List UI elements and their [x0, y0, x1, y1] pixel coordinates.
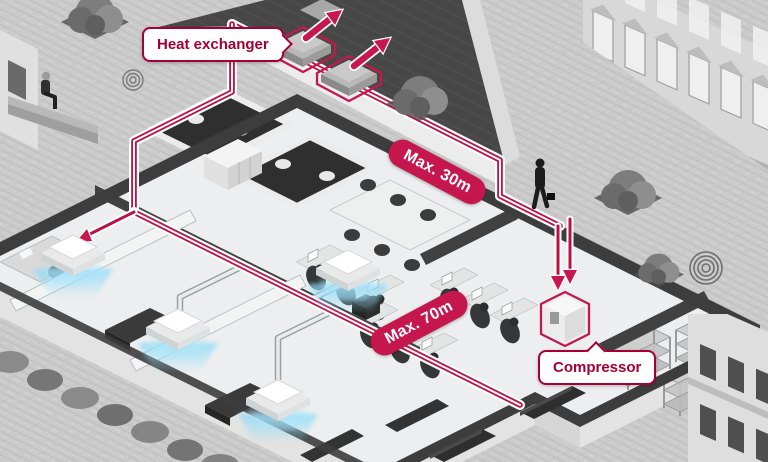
heat-exchanger-label: Heat exchanger: [142, 27, 293, 62]
bench-top-left: [8, 96, 98, 144]
facade-top-left: [0, 30, 38, 150]
person-walking: [531, 158, 555, 210]
pipe-arrow-compressor-1: [548, 274, 568, 293]
heat-exchanger-label-text: Heat exchanger: [157, 36, 269, 53]
conference-table: [328, 179, 472, 271]
compressor-label: Compressor: [538, 341, 657, 385]
compressor-unit: [539, 290, 591, 348]
drain-spiral: [689, 251, 723, 285]
person-sitting: [41, 71, 57, 109]
compressor-label-text: Compressor: [553, 359, 642, 376]
pipe-arrow-compressor-2: [560, 268, 580, 287]
facade-bottom-right: [688, 314, 768, 462]
hedge: [0, 351, 239, 462]
interior-counters: [300, 399, 449, 462]
storage-cabinet: [204, 139, 262, 190]
drain-spiral-small: [122, 69, 144, 91]
pipe-drops-compressor: [548, 215, 580, 293]
